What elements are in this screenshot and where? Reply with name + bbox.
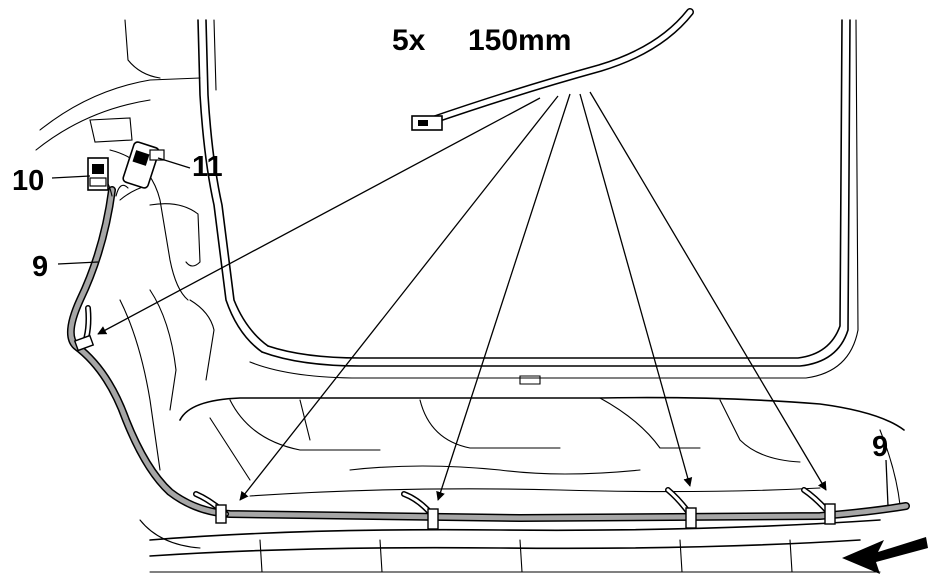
leader-arrows: [97, 91, 827, 501]
connector-10-plug: [87, 157, 109, 191]
cable-tie-icon: [411, 8, 694, 131]
cable-tie-position-4: [665, 487, 697, 529]
installed-cable-ties: [73, 305, 836, 530]
callout-11: 11: [192, 151, 223, 183]
cable-tie-position-1: [73, 305, 95, 352]
callout-9-right: 9: [872, 431, 888, 463]
direction-arrow-icon: [842, 537, 928, 574]
length-label: 150mm: [468, 24, 571, 57]
callout-9-left: 9: [32, 251, 48, 283]
cable-tie-position-3: [401, 491, 439, 530]
cable-tie-position-5: [801, 487, 836, 525]
callout-9-right-leader: [885, 459, 889, 507]
callout-11-leader: [157, 157, 191, 169]
vehicle-body-outline: [35, 19, 905, 573]
callout-10: 10: [12, 165, 44, 197]
connector-11-plug: [122, 141, 165, 189]
callout-9-left-leader: [57, 261, 99, 265]
quantity-label: 5x: [392, 24, 426, 57]
callout-10-leader: [51, 175, 91, 179]
cable-tie-position-2: [193, 491, 229, 524]
wiring-harness: [66, 180, 910, 522]
